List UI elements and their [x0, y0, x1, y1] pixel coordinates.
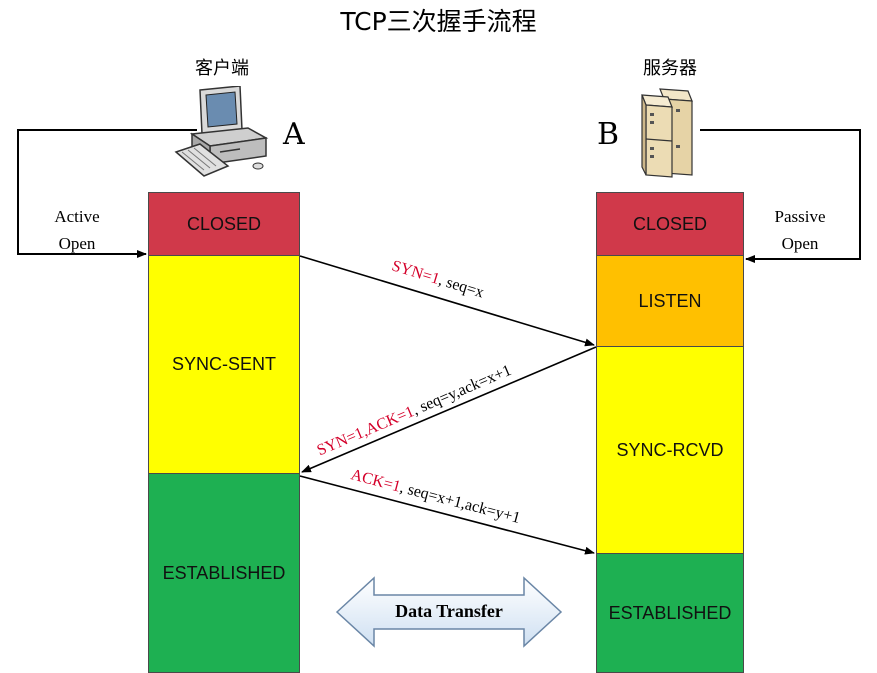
- client-state-sync-sent-label: SYNC-SENT: [171, 354, 276, 374]
- active-open-line1: Active: [54, 207, 100, 226]
- desktop-computer-icon: [174, 86, 269, 177]
- client-state-closed-label: CLOSED: [186, 213, 262, 234]
- client-state-sync-sent: SYNC-SENT: [148, 255, 300, 474]
- active-open-label: Active Open: [22, 203, 132, 257]
- active-open-line2: Open: [58, 234, 96, 253]
- client-state-established-label: ESTABLISHED: [162, 562, 286, 583]
- ack-arrow: [299, 475, 595, 555]
- server-letter: B: [597, 117, 620, 152]
- server-state-established: ESTABLISHED: [596, 553, 744, 673]
- passive-open-arrow: [700, 129, 861, 263]
- syn-arrow: [299, 255, 595, 347]
- server-tower-icon: [641, 88, 693, 178]
- server-caption: 服务器: [643, 58, 697, 79]
- client-state-established: ESTABLISHED: [148, 473, 300, 673]
- server-state-established-label: ESTABLISHED: [608, 602, 732, 623]
- client-state-closed: CLOSED: [148, 192, 300, 256]
- passive-open-label: Passive Open: [745, 203, 855, 257]
- diagram-title: TCP三次握手流程: [340, 7, 537, 36]
- client-caption: 客户端: [195, 58, 249, 79]
- passive-open-line1: Passive: [774, 207, 826, 226]
- server-state-listen: LISTEN: [596, 255, 744, 347]
- server-state-closed: CLOSED: [596, 192, 744, 256]
- server-state-listen-label: LISTEN: [638, 290, 702, 311]
- passive-open-line2: Open: [781, 234, 819, 253]
- data-transfer-label: Data Transfer: [395, 601, 503, 621]
- server-state-sync-rcvd-label: SYNC-RCVD: [616, 439, 724, 460]
- client-letter: A: [283, 117, 305, 152]
- data-transfer-arrow: [335, 576, 563, 648]
- server-state-sync-rcvd: SYNC-RCVD: [596, 346, 744, 554]
- syn-ack-arrow: [301, 346, 597, 473]
- active-open-arrow: [17, 129, 197, 258]
- server-state-closed-label: CLOSED: [632, 213, 708, 234]
